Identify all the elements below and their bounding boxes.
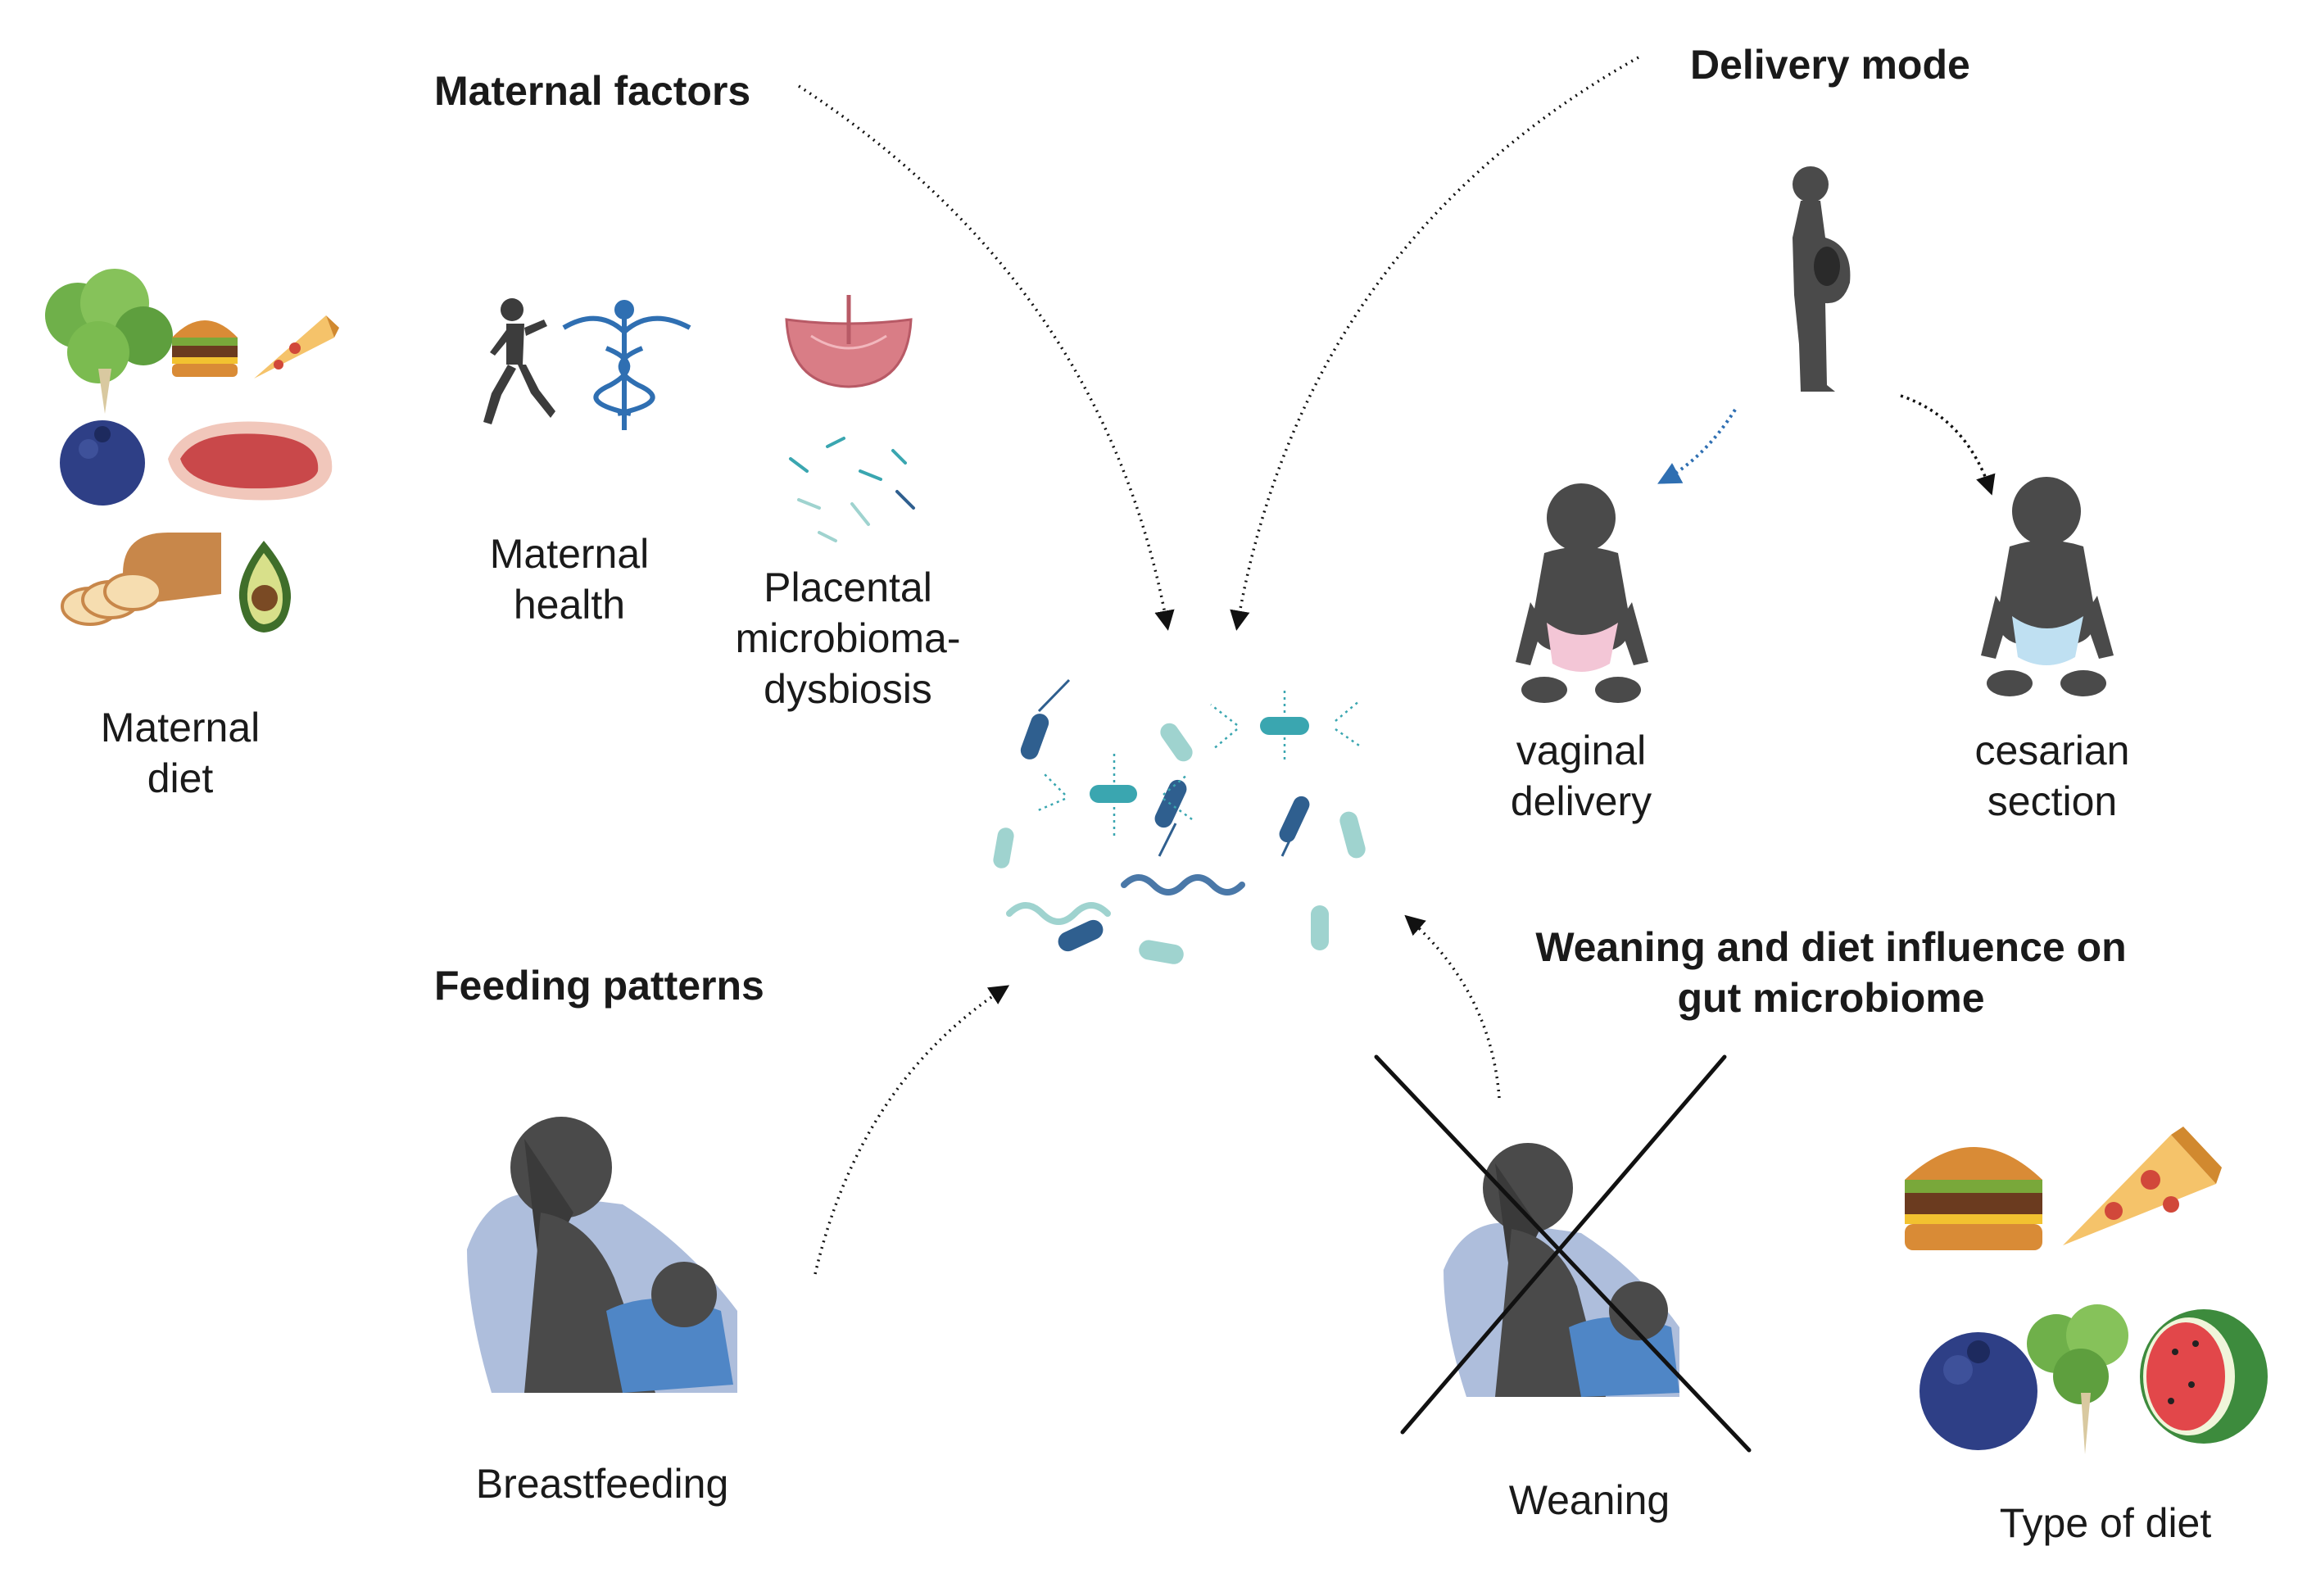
weaning-mother-icon [1444,1143,1679,1397]
arrow-breastfeeding-to-microbiome [814,985,1010,1275]
label-weaning: Weaning [1508,1477,1670,1523]
section-title-maternal-factors: Maternal factors [434,68,751,114]
lettuce-icon [45,269,173,414]
label-maternal-health: Maternal health [489,531,650,628]
breastfeeding-mother-icon [467,1117,737,1393]
microbe-rod [1139,940,1184,964]
weaning-cross-out-mark [1374,1054,1752,1453]
burger-icon [172,320,238,377]
arrow-weaning-to-microbiome [1404,914,1501,1099]
microbe-spiral [1121,874,1245,895]
microbe-rod [1279,796,1310,843]
label-breastfeeding: Breastfeeding [475,1461,729,1507]
blueberry-icon [60,420,145,506]
steak-icon [168,421,333,501]
woman-jogging-icon [483,298,555,424]
pregnant-woman-icon [1793,166,1851,392]
baby-cesarian-icon [1981,477,2114,696]
avocado-icon [238,541,292,633]
arrows [798,56,1996,1275]
microbe-spiral [1006,902,1111,925]
microbe-rod [1339,811,1366,859]
microbe-rod [993,827,1014,868]
section-title-feeding-patterns: Feeding patterns [434,963,764,1009]
microbe-rod [1090,785,1137,803]
caduceus-icon [562,300,691,430]
maternal-health-icons [483,298,691,430]
type-of-diet-foods [1905,1127,2268,1454]
label-placental-microbioma: Placental microbioma- dysbiosis [735,564,961,712]
arrow-to-cesarian [1900,394,1996,496]
label-maternal-diet: Maternal diet [100,705,261,801]
blueberry-icon [1919,1332,2037,1450]
pizza-icon [254,315,339,379]
bread-icon [61,533,221,626]
section-title-weaning-diet: Weaning and diet influence on gut microb… [1535,924,2127,1021]
label-type-of-diet: Type of diet [1999,1500,2212,1546]
section-title-delivery-mode: Delivery mode [1690,42,1970,88]
gut-microbiome-cluster [993,678,1366,964]
microbe-rod [1160,723,1193,762]
watermelon-icon [2140,1309,2268,1444]
burger-icon [1905,1147,2042,1250]
microbe-rod [1311,905,1329,950]
placental-microbes-icon [789,437,915,542]
pizza-icon [2063,1127,2222,1245]
placenta-icon [785,295,913,388]
maternal-diet-foods [45,269,339,633]
lettuce-icon [2027,1304,2128,1454]
microbe-rod [1260,717,1309,735]
label-vaginal-delivery: vaginal delivery [1510,728,1652,824]
microbe-rod [1020,714,1049,759]
microbe-rod [1058,919,1104,952]
arrow-to-vaginal [1657,408,1737,484]
baby-vaginal-icon [1516,483,1648,703]
label-cesarian-section: cesarian section [1974,728,2130,824]
arrow-delivery-to-microbiome [1230,56,1639,631]
